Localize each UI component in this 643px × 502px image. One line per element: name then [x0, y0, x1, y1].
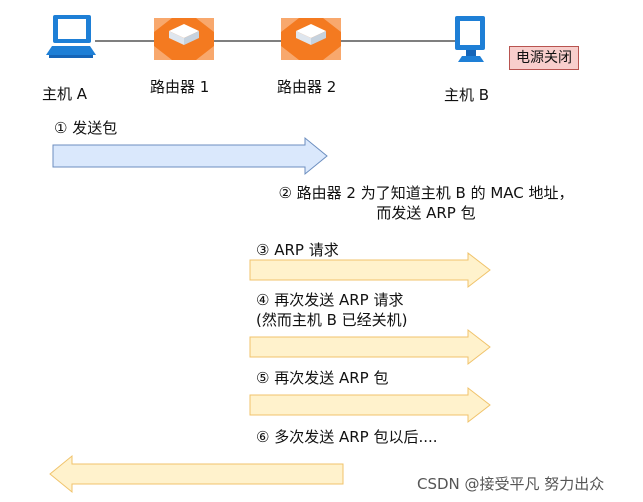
- return-arrow: [49, 454, 344, 494]
- send-packet-arrow: [52, 136, 328, 176]
- step-5-text: ⑤ 再次发送 ARP 包: [256, 369, 389, 387]
- router-1-label: 路由器 1: [150, 78, 210, 96]
- step-3-text: ③ ARP 请求: [256, 241, 339, 259]
- host-a-label: 主机 A: [42, 85, 88, 103]
- step-2-line-2: 而发送 ARP 包: [376, 204, 476, 222]
- step-2-line-1: ② 路由器 2 为了知道主机 B 的 MAC 地址，: [278, 184, 574, 202]
- arp-request-arrow: [249, 251, 491, 289]
- router-2-icon: [281, 18, 341, 60]
- power-off-status-badge: 电源关闭: [509, 46, 579, 70]
- resend-arp-packet-arrow: [249, 386, 491, 424]
- resend-arp-request-arrow: [249, 328, 491, 366]
- host-a-laptop-icon: [46, 15, 96, 58]
- step-6-text: ⑥ 多次发送 ARP 包以后....: [256, 428, 438, 446]
- step-4-line-1: ④ 再次发送 ARP 请求: [256, 291, 404, 309]
- host-b-label: 主机 B: [444, 86, 490, 104]
- host-b-monitor-icon: [455, 16, 485, 62]
- router-2-label: 路由器 2: [277, 78, 337, 96]
- step-4-line-2: (然而主机 B 已经关机): [256, 311, 408, 329]
- watermark-text: CSDN @接受平凡 努力出众: [417, 475, 605, 493]
- router-1-icon: [154, 18, 214, 60]
- step-1-text: ① 发送包: [54, 119, 118, 137]
- step-2-text: ② 路由器 2 为了知道主机 B 的 MAC 地址， 而发送 ARP 包: [250, 183, 602, 223]
- step-4-text: ④ 再次发送 ARP 请求 (然而主机 B 已经关机): [256, 290, 408, 330]
